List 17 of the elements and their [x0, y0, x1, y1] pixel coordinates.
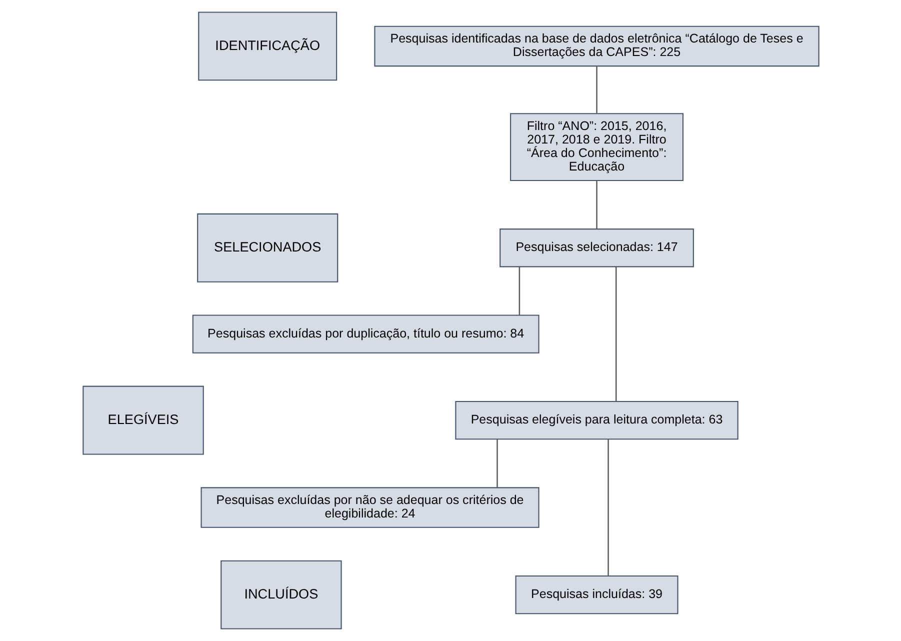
node-box: SELECIONADOS — [196, 213, 338, 282]
node-box: ELEGÍVEIS — [82, 386, 204, 455]
connector — [596, 66, 597, 114]
connector — [614, 267, 616, 402]
node-box: IDENTIFICAÇÃO — [198, 12, 337, 81]
connector — [607, 439, 608, 576]
node-box: Pesquisas elegíveis para leitura completa: 63 — [454, 400, 738, 440]
node-box: Filtro “ANO”: 2015, 2016, 2017, 2018 e 2019. Filtro “Área do Conhecimento”: Educação — [510, 113, 683, 181]
node-box: Pesquisas excluídas por duplicação, título ou resumo: 84 — [192, 314, 539, 354]
node-box: Pesquisas identificadas na base de dados eletrônica “Catálogo de Teses e Dissertações da CAPES”: 225 — [374, 26, 819, 67]
node-box: Pesquisas excluídas por não se adequar os critérios de elegibilidade: 24 — [200, 487, 539, 528]
node-box: Pesquisas selecionadas: 147 — [499, 228, 694, 268]
node-box: INCLUÍDOS — [220, 560, 342, 630]
node-box: Pesquisas incluídas: 39 — [514, 575, 678, 614]
connector — [596, 180, 597, 229]
connector — [496, 439, 498, 488]
connector — [518, 267, 520, 315]
